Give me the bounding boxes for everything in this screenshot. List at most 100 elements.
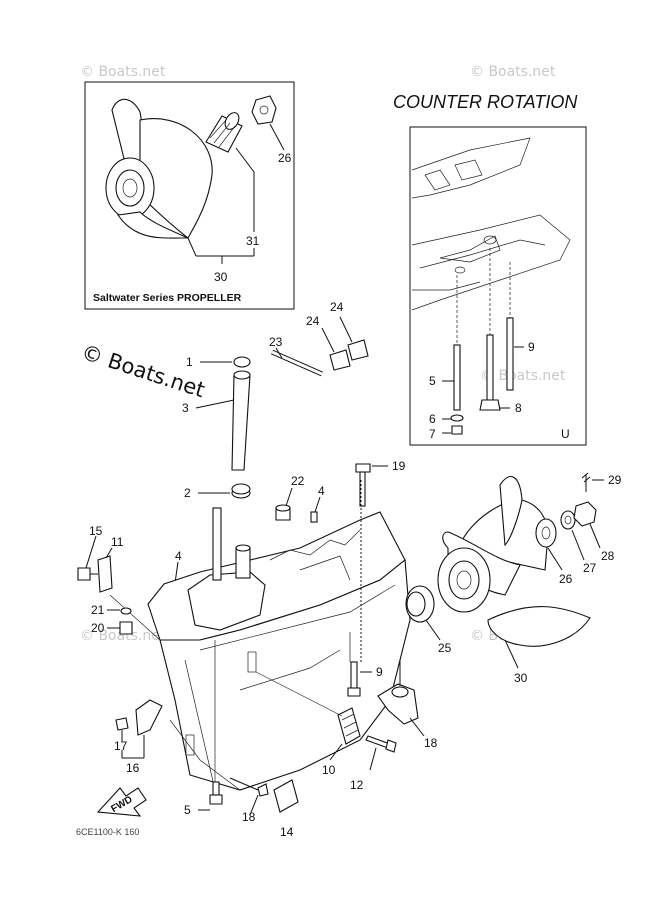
screw bbox=[257, 783, 269, 797]
callout-28: 28 bbox=[601, 549, 615, 563]
bolt-16 bbox=[115, 717, 129, 731]
inset-caption: Saltwater Series PROPELLER bbox=[93, 292, 242, 304]
casing-detail bbox=[454, 159, 483, 181]
callout-9: 9 bbox=[528, 340, 535, 354]
callout-19: 19 bbox=[392, 459, 406, 473]
tube-end bbox=[233, 370, 251, 380]
leader-line bbox=[589, 523, 601, 549]
propeller-blade-tip bbox=[499, 476, 523, 547]
pump-sleeve-top bbox=[235, 544, 251, 552]
counter-inset-frame bbox=[409, 126, 587, 446]
casing-detail bbox=[412, 281, 481, 291]
callout-9: 9 bbox=[376, 665, 383, 679]
propeller-hub-bore bbox=[448, 560, 480, 600]
casing-detail bbox=[184, 659, 216, 791]
leader-line bbox=[547, 547, 563, 571]
hub-center bbox=[122, 178, 138, 198]
left-parts: 15 11 21 20 17 16 FWD 6CE1100-K 160 bbox=[76, 524, 163, 837]
trim-tab-boss bbox=[391, 686, 409, 698]
bolt-9-shank bbox=[350, 661, 358, 689]
inset-frame bbox=[84, 81, 295, 310]
bolt-12-head bbox=[385, 739, 397, 753]
stud-bolt bbox=[453, 344, 461, 411]
diagram-title: COUNTER ROTATION bbox=[393, 92, 578, 112]
drawing-code: 6CE1100-K 160 bbox=[76, 827, 139, 837]
leader-line bbox=[409, 717, 425, 737]
grommet-24 bbox=[329, 349, 351, 371]
casing-hole bbox=[454, 266, 466, 274]
drive-shaft bbox=[212, 507, 222, 581]
callout-16: 17 bbox=[114, 739, 128, 753]
leader-line bbox=[425, 619, 441, 641]
watermark-faint: © Boats.net bbox=[80, 628, 166, 644]
cotter-pin bbox=[581, 472, 591, 492]
casing-detail bbox=[299, 555, 351, 581]
casing-detail bbox=[239, 649, 341, 691]
bushing-top bbox=[275, 504, 291, 512]
callout-23: 23 bbox=[269, 335, 283, 349]
callout-25: 25 bbox=[438, 641, 452, 655]
callout-26: 26 bbox=[278, 151, 292, 165]
casing-detail bbox=[424, 169, 451, 191]
thrust-washer-inner bbox=[406, 591, 426, 617]
washer-27-hole bbox=[564, 515, 572, 525]
pump-sleeve bbox=[235, 547, 251, 579]
seal-top bbox=[231, 483, 251, 495]
bolt bbox=[209, 794, 223, 805]
bolt bbox=[359, 471, 366, 507]
leader-line bbox=[174, 561, 179, 584]
hub-center bbox=[456, 570, 472, 590]
stud-bolt bbox=[506, 317, 514, 391]
anode-10 bbox=[337, 707, 361, 745]
casing-detail bbox=[169, 719, 241, 791]
callout-4: 4 bbox=[318, 484, 325, 498]
spline-line bbox=[213, 122, 231, 144]
spline-line bbox=[209, 119, 227, 139]
callout-24: 24 bbox=[330, 300, 344, 314]
grommet-24 bbox=[347, 339, 369, 361]
casing-detail bbox=[199, 584, 396, 651]
casing-detail bbox=[419, 239, 546, 269]
callout-11: 11 bbox=[111, 535, 124, 549]
leader-line bbox=[275, 347, 283, 359]
fwd-arrow-icon bbox=[96, 787, 147, 817]
guide-line bbox=[255, 671, 343, 717]
bolt-shank bbox=[212, 781, 220, 796]
callout-31: 31 bbox=[246, 234, 260, 248]
callout-13: 15 bbox=[89, 524, 103, 538]
callout-20: 20 bbox=[91, 621, 105, 635]
shift-rod-inner bbox=[270, 350, 289, 501]
bottom-parts: 5 18 14 10 12 9 20 18 bbox=[184, 480, 438, 839]
trim-plate bbox=[135, 699, 163, 736]
propeller-blade bbox=[139, 118, 213, 239]
callout-18-label: 18 bbox=[424, 736, 438, 750]
prop-nut bbox=[573, 501, 597, 527]
washer bbox=[251, 95, 277, 125]
callout-17: 18 bbox=[242, 810, 256, 824]
callout-5: 5 bbox=[184, 803, 191, 817]
shift-rod-arm-inner bbox=[271, 350, 323, 376]
leader-line bbox=[339, 316, 353, 343]
leader-line bbox=[229, 777, 259, 791]
callout-24: 24 bbox=[306, 314, 320, 328]
anode bbox=[273, 779, 299, 813]
leader-line bbox=[85, 535, 97, 569]
callout-6: 6 bbox=[429, 412, 436, 426]
stud-bolt bbox=[486, 334, 494, 401]
casing-detail bbox=[269, 529, 361, 561]
bolt-9 bbox=[347, 687, 361, 697]
main-propeller: 30 25 26 27 28 29 bbox=[405, 472, 622, 685]
bracket bbox=[97, 555, 113, 593]
leader-line bbox=[105, 547, 113, 559]
washer bbox=[450, 414, 464, 422]
spacer-hole bbox=[541, 526, 551, 540]
callout-30: 30 bbox=[214, 270, 228, 284]
leader-line bbox=[314, 496, 321, 513]
callout-15: 16 bbox=[126, 761, 140, 775]
upper-parts: 1 3 2 23 24 24 22 4 4 bbox=[171, 300, 406, 594]
callout-14-partial: 14 bbox=[280, 825, 294, 839]
watermark-faint: © Boats.net bbox=[80, 64, 166, 80]
leader-line bbox=[195, 399, 235, 409]
leader-line bbox=[187, 237, 197, 257]
lower-casing bbox=[109, 507, 411, 791]
